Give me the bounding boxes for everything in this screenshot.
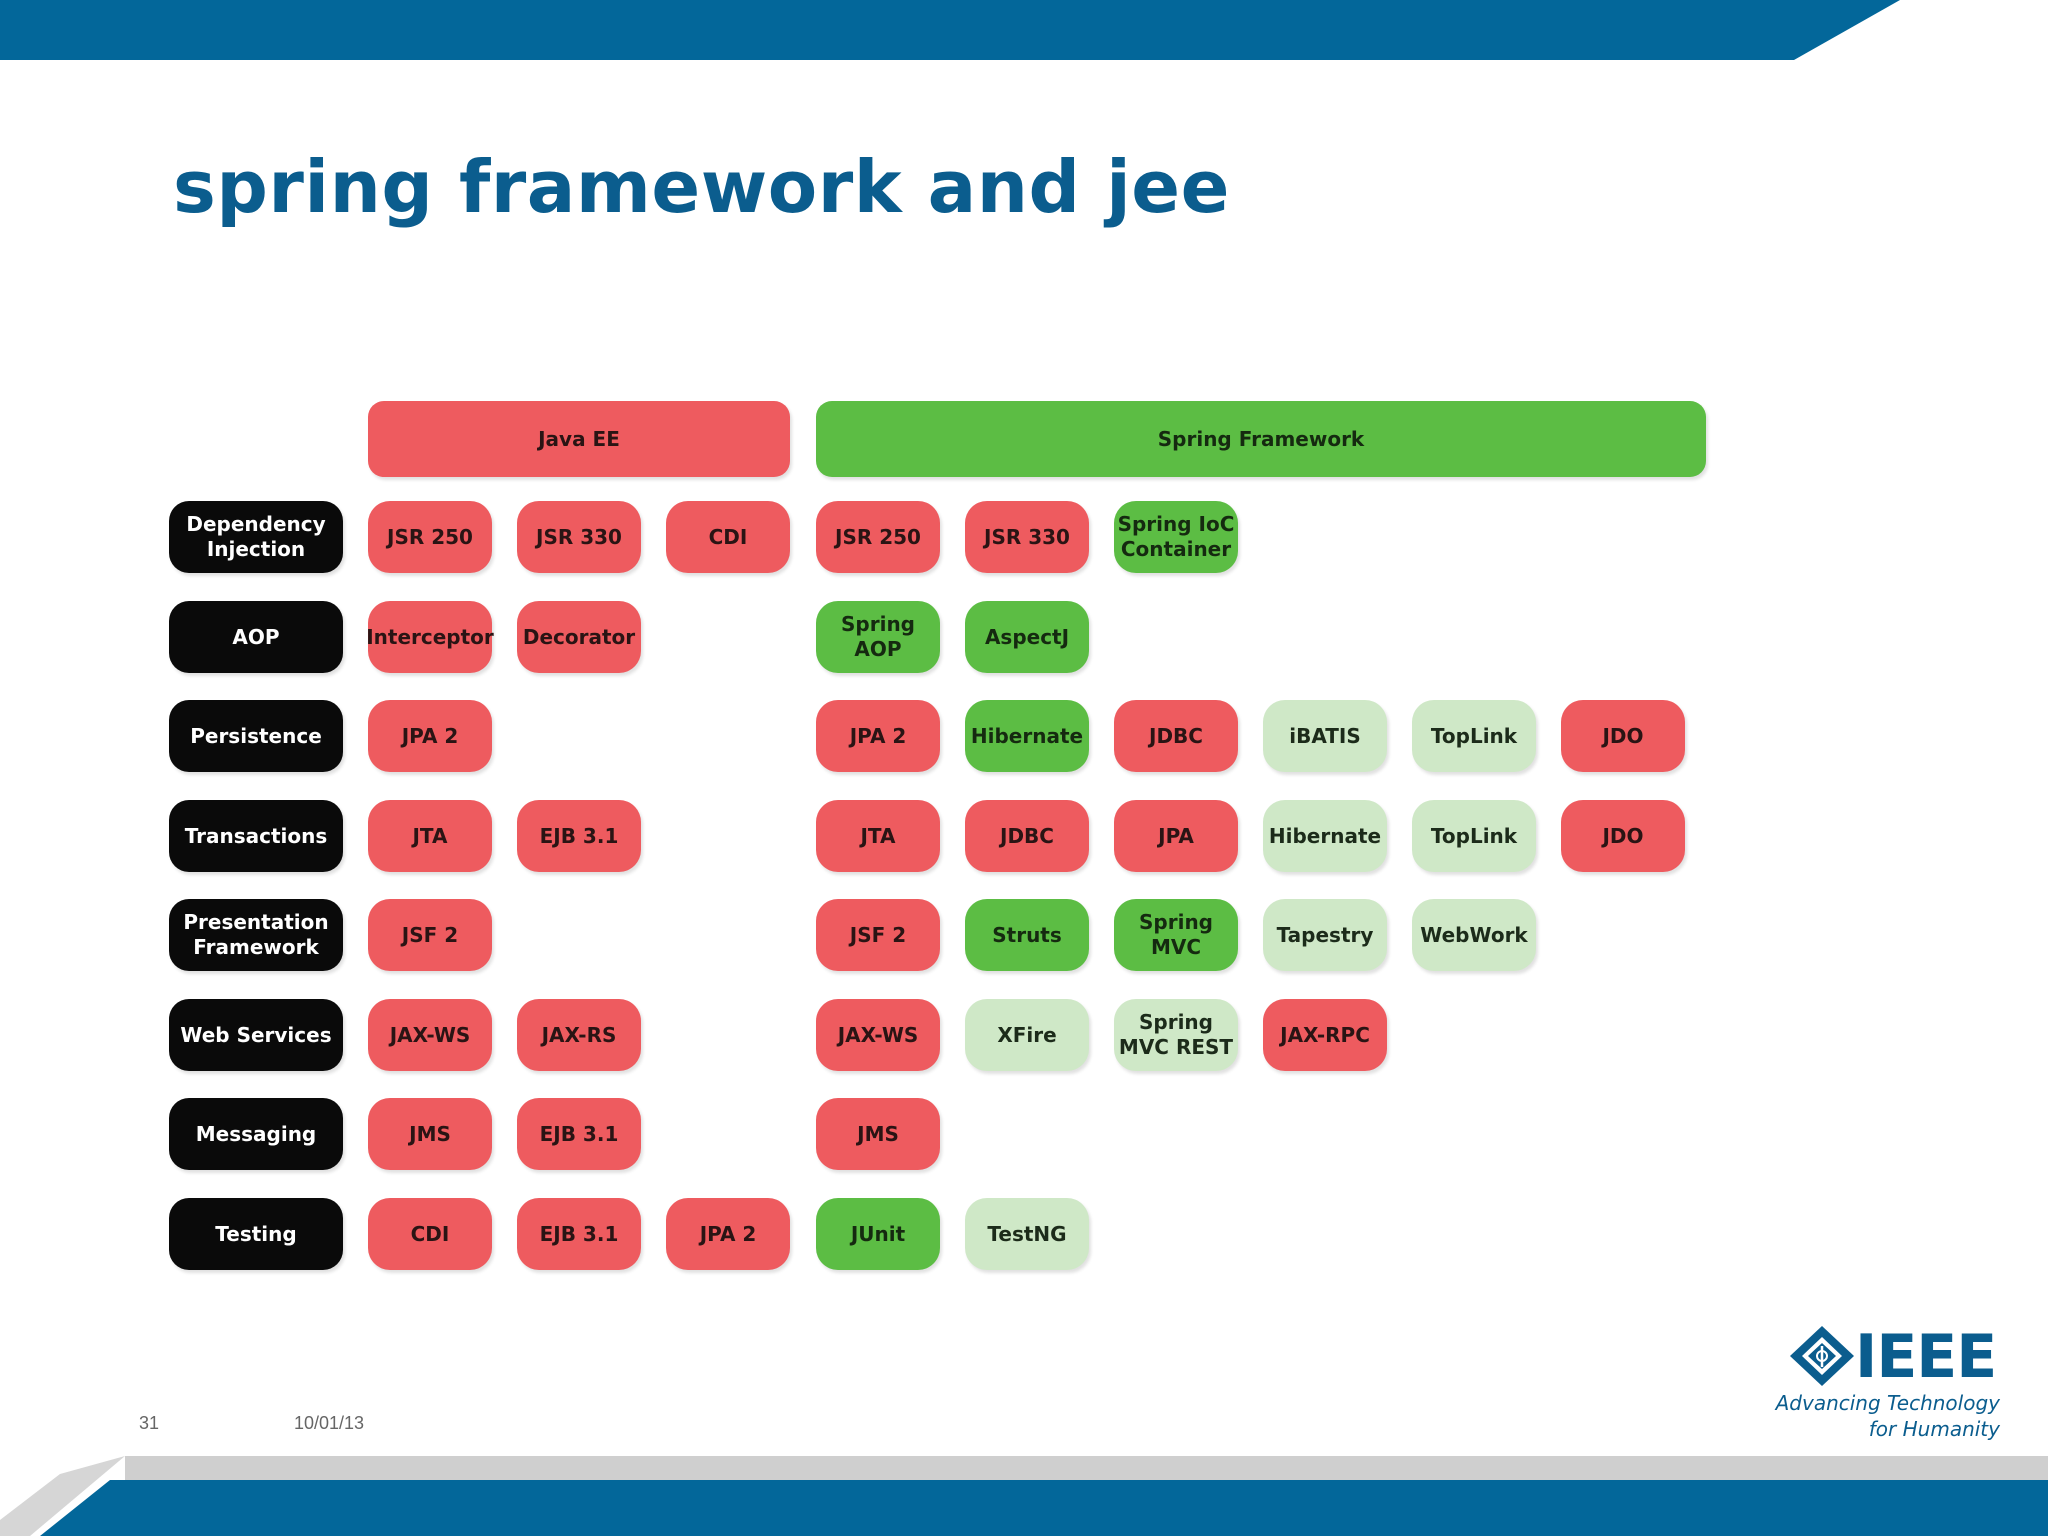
java_ee-web-services-jax-rs: JAX-RS (517, 999, 641, 1071)
header-spring-framework: Spring Framework (816, 401, 1706, 477)
spring-transactions-hibernate: Hibernate (1263, 800, 1387, 872)
java_ee-testing-jpa-2: JPA 2 (666, 1198, 790, 1270)
spring-transactions-jta: JTA (816, 800, 940, 872)
java_ee-transactions-ejb-3-1: EJB 3.1 (517, 800, 641, 872)
spring-presentation-framework-jsf-2: JSF 2 (816, 899, 940, 971)
java_ee-messaging-ejb-3-1: EJB 3.1 (517, 1098, 641, 1170)
java_ee-transactions-jta: JTA (368, 800, 492, 872)
java_ee-testing-cdi: CDI (368, 1198, 492, 1270)
spring-web-services-jax-rpc: JAX-RPC (1263, 999, 1387, 1071)
ieee-logo-wordmark: IEEE (1855, 1322, 1997, 1392)
java_ee-aop-decorator: Decorator (517, 601, 641, 673)
spring-testing-testng: TestNG (965, 1198, 1089, 1270)
spring-aop-spring-aop: Spring AOP (816, 601, 940, 673)
java_ee-dependency-injection-jsr-330: JSR 330 (517, 501, 641, 573)
spring-persistence-jdbc: JDBC (1114, 700, 1238, 772)
spring-dependency-injection-jsr-330: JSR 330 (965, 501, 1089, 573)
java_ee-messaging-jms: JMS (368, 1098, 492, 1170)
spring-persistence-jpa-2: JPA 2 (816, 700, 940, 772)
header-java-ee: Java EE (368, 401, 790, 477)
java_ee-aop-interceptor: Interceptor (366, 601, 494, 673)
top-banner-bar (0, 0, 1900, 60)
spring-transactions-jdbc: JDBC (965, 800, 1089, 872)
java_ee-dependency-injection-jsr-250: JSR 250 (368, 501, 492, 573)
row-label-testing: Testing (169, 1198, 343, 1270)
java_ee-persistence-jpa-2: JPA 2 (368, 700, 492, 772)
spring-aop-aspectj: AspectJ (965, 601, 1089, 673)
row-label-presentation-framework: Presentation Framework (169, 899, 343, 971)
spring-transactions-toplink: TopLink (1412, 800, 1536, 872)
spring-presentation-framework-tapestry: Tapestry (1263, 899, 1387, 971)
spring-web-services-spring-mvc-rest: Spring MVC REST (1114, 999, 1238, 1071)
java_ee-web-services-jax-ws: JAX-WS (368, 999, 492, 1071)
bottom-banner-bar (0, 1456, 2048, 1536)
row-label-aop: AOP (169, 601, 343, 673)
row-label-persistence: Persistence (169, 700, 343, 772)
spring-persistence-jdo: JDO (1561, 700, 1685, 772)
row-label-transactions: Transactions (169, 800, 343, 872)
ieee-tagline: Advancing Technology for Humanity (1775, 1391, 2000, 1441)
spring-transactions-jpa: JPA (1114, 800, 1238, 872)
slide-date: 10/01/13 (294, 1413, 365, 1433)
spring-presentation-framework-webwork: WebWork (1412, 899, 1536, 971)
spring-persistence-ibatis: iBATIS (1263, 700, 1387, 772)
row-label-web-services: Web Services (169, 999, 343, 1071)
java_ee-testing-ejb-3-1: EJB 3.1 (517, 1198, 641, 1270)
spring-dependency-injection-spring-ioc-container: Spring IoC Container (1114, 501, 1238, 573)
spring-transactions-jdo: JDO (1561, 800, 1685, 872)
ieee-logo (1790, 1326, 1854, 1386)
java_ee-presentation-framework-jsf-2: JSF 2 (368, 899, 492, 971)
spring-web-services-jax-ws: JAX-WS (816, 999, 940, 1071)
row-label-dependency-injection: Dependency Injection (169, 501, 343, 573)
spring-persistence-hibernate: Hibernate (965, 700, 1089, 772)
spring-presentation-framework-struts: Struts (965, 899, 1089, 971)
row-label-messaging: Messaging (169, 1098, 343, 1170)
spring-testing-junit: JUnit (816, 1198, 940, 1270)
java_ee-dependency-injection-cdi: CDI (666, 501, 790, 573)
slide-title: spring framework and jee (173, 145, 1230, 229)
spring-messaging-jms: JMS (816, 1098, 940, 1170)
page-number: 31 (139, 1413, 160, 1433)
spring-web-services-xfire: XFire (965, 999, 1089, 1071)
spring-persistence-toplink: TopLink (1412, 700, 1536, 772)
spring-dependency-injection-jsr-250: JSR 250 (816, 501, 940, 573)
spring-presentation-framework-spring-mvc: Spring MVC (1114, 899, 1238, 971)
